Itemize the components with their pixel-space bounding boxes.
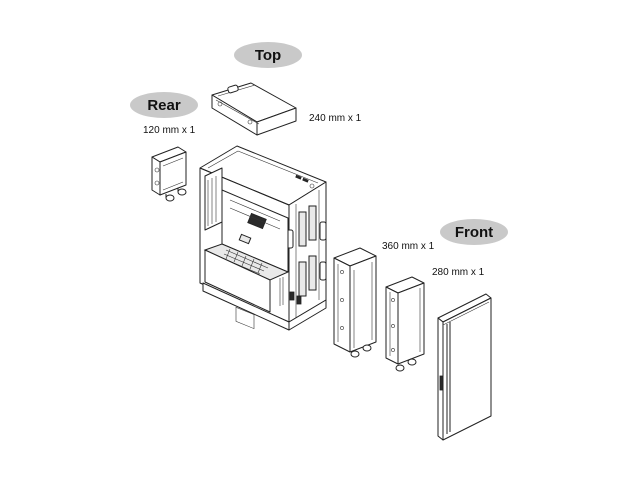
front-280-radiator-spec: 280 mm x 1 xyxy=(432,267,485,278)
rear-label: Rear xyxy=(130,92,198,118)
front-radiator-280 xyxy=(385,276,425,372)
rear-label-text: Rear xyxy=(147,96,181,114)
case-rear-panel xyxy=(204,167,223,231)
front-label: Front xyxy=(440,219,508,245)
case-front-panel xyxy=(288,181,327,323)
top-label-text: Top xyxy=(254,46,282,64)
rear-radiator-120 xyxy=(151,146,187,202)
rear-radiator-spec: 120 mm x 1 xyxy=(143,125,196,136)
pc-case xyxy=(199,145,327,331)
expansion-slots xyxy=(279,277,302,306)
front-360-radiator-spec: 360 mm x 1 xyxy=(382,241,435,252)
front-bezel-panel xyxy=(437,293,492,441)
shroud-vent-grid xyxy=(221,248,269,275)
front-radiator-360 xyxy=(333,247,377,358)
top-label: Top xyxy=(234,42,302,68)
front-label-text: Front xyxy=(454,223,494,241)
top-radiator-spec: 240 mm x 1 xyxy=(309,113,362,124)
psu-shroud-side xyxy=(204,249,271,313)
top-radiator-240 xyxy=(211,82,297,136)
